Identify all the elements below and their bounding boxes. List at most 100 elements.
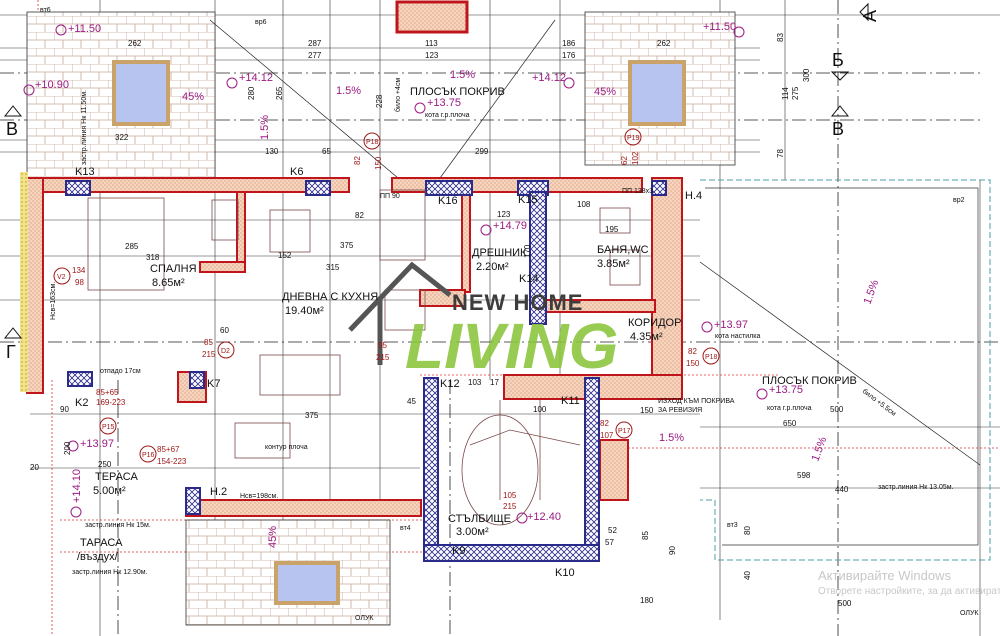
dimension: 440 [835,485,849,494]
dimension: 318 [146,253,160,262]
skylight-left [112,60,170,126]
dimension: 322 [115,133,129,142]
flat-roof-outline [700,179,991,561]
slab-level-label: кота г.р.плоча [767,405,812,412]
section-g-label: Г [6,342,16,362]
opening-tag: P17 [618,428,631,435]
dimension: 650 [783,419,797,428]
elevation-label: +13.75 [427,97,461,109]
opening-tag: P18 [366,139,379,146]
watermark-line2: LIVING [405,310,618,382]
note: вр2 [953,197,965,204]
dimension: 52 [608,526,617,535]
section-arrow-icon [3,327,23,339]
opening-size: 85 [204,338,213,347]
terrace-air-label: ТАРАСА [80,537,123,549]
room-area: 19.40м² [285,305,324,317]
dimension: 375 [305,411,319,420]
column-mark: K16 [438,195,458,207]
slope-label: 1.5% [336,85,361,97]
opening-size: 95 [378,341,387,350]
roof-exit-label: ЗА РЕВИЗИЯ [658,407,702,414]
opening-height: 169-223 [96,398,126,407]
dimension: 195 [605,225,619,234]
slope-label: 1.5% [450,69,475,81]
dimension: 228 [375,94,384,108]
slope-label: 45% [267,526,279,548]
dimension: 598 [797,471,811,480]
note: застр.линия Нк 15м. [85,522,151,529]
column-mark: K14 [519,273,539,285]
section-a-label: А [860,10,880,22]
dimension: 275 [791,86,800,100]
note: ПП 90 [380,193,400,200]
note: застр.линия Нк 12.90м. [72,569,148,576]
dimension: 280 [247,86,256,100]
dimension: 114 [781,87,790,100]
elevation-label: +12.40 [527,511,561,523]
skylight-right [628,60,686,126]
dimension: 45 [407,397,416,406]
slope-label: 1.5% [862,278,882,306]
dimension: 90 [668,546,677,555]
terrace-air-sub: /въздух/ [77,551,119,563]
dimension: 57 [605,538,614,547]
dimension: 180 [640,596,654,605]
room-name: ТЕРАСА [95,471,138,483]
room-area: 4.35м² [630,331,663,343]
dimension: 20 [30,463,39,472]
ridge-line [209,19,399,179]
room-name: КОРИДОР [628,317,681,329]
column-mark: K12 [440,378,460,390]
section-arrow-icon [830,71,850,81]
section-v-label: В [6,119,18,139]
floor-level-label: кота настилка [715,333,761,340]
note: вт6 [40,7,51,14]
dimension: 108 [577,200,591,209]
section-markers: А Б В В Г [3,2,880,362]
dimension: 287 [308,39,322,48]
room-name: СПАЛНЯ [150,263,197,275]
flat-roof-label: ПЛОСЪК ПОКРИВ [410,86,505,98]
dimension: 186 [562,39,576,48]
slab-contour-label: контур плоча [265,444,308,451]
elevation-label: +11.50 [68,23,101,35]
windows-activation-title: Активирайте Windows [818,568,951,583]
columns [65,180,667,562]
dimension: 100 [533,405,547,414]
opening-height: 154-223 [157,457,187,466]
dimension: 130 [265,147,279,156]
ridge-line [439,19,556,179]
furniture [87,189,641,526]
dimension: 78 [776,149,785,158]
opening-height: 107 [600,431,614,440]
openings: V2 134 98 D2 85 215 P15 85+65 169-223 P1… [53,128,720,511]
dimension: 113 [425,39,438,48]
flat-roof-label: ПЛОСЪК ПОКРИВ [762,375,857,387]
note: Нсв=163см. [50,282,57,320]
opening-height: 150 [686,359,700,368]
dimension: 262 [128,39,142,48]
opening-size: 134 [72,266,86,275]
room-name: БАНЯ,WC [597,244,649,256]
column-mark: K7 [207,378,220,390]
column-mark: K6 [290,166,303,178]
room-name: ДНЕВНА С КУХНЯ [282,291,378,303]
opening-size: 82 [600,419,609,428]
slope-label: 1.5% [810,435,830,463]
roof-labels: ПЛОСЪК ПОКРИВ ПЛОСЪК ПОКРИВ ТАРАСА /възд… [77,86,979,622]
dimension: 152 [278,251,292,260]
dimension: 85 [641,531,650,540]
column-mark: K13 [75,166,95,178]
opening-height: 215 [202,350,216,359]
room-name: ДРЕШНИК [472,247,527,259]
dimension: 60 [220,326,229,335]
column-mark: H.2 [210,486,227,498]
opening-tag: D2 [221,348,230,355]
opening-height: 102 [631,151,640,165]
gutter-label: ОЛУК [960,610,979,617]
dimension: 82 [355,211,364,220]
elevation-label: +13.75 [769,384,803,396]
dimension: 123 [497,210,511,219]
opening-size: 85+65 [96,388,119,397]
